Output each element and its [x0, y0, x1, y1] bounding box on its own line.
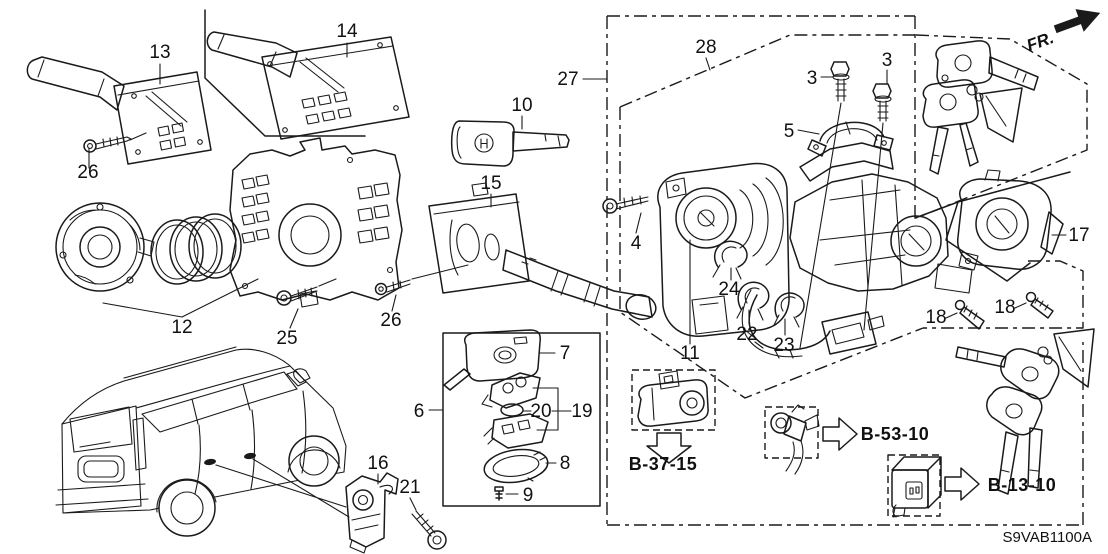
group-boundary-lines [204, 9, 1088, 526]
part-4-screw [602, 195, 649, 214]
right-arrow-icon [944, 467, 980, 501]
part-12-springs [150, 213, 242, 285]
callout-15: 15 [480, 173, 501, 194]
key-set-upper [922, 40, 1039, 175]
harness-connector [821, 311, 877, 355]
key-set-lower [955, 328, 1095, 495]
part-17-ignition-collar [957, 169, 1064, 271]
part-7-key-remote [463, 329, 541, 382]
part-16-door-switch [345, 472, 399, 554]
right-arrow-icon [822, 417, 858, 451]
callout-leader-lines [88, 42, 1067, 511]
callout-13: 13 [149, 42, 170, 63]
down-arrow-icon [646, 432, 692, 464]
part-5-bracket [807, 121, 894, 157]
callout-17: 17 [1068, 225, 1089, 246]
part-9-screw [494, 486, 504, 501]
part-20-battery [500, 403, 524, 417]
part-19-transmitter-lower [491, 413, 549, 449]
leader-to-part-16 [215, 458, 350, 518]
callout-5: 5 [784, 121, 795, 142]
ref-b-13-10: B-13-10 [988, 475, 1057, 495]
part-11-immobilizer-unit [657, 162, 790, 337]
callout-labels: 13 14 26 12 25 26 15 10 27 28 3 3 5 4 24… [77, 21, 1089, 506]
ref-b-37-15: B-37-15 [629, 454, 698, 474]
callout-26a: 26 [77, 162, 98, 183]
ref-b5310-group [764, 404, 858, 475]
part-24-clip [712, 240, 748, 280]
callout-23: 23 [773, 335, 794, 356]
callout-7: 7 [560, 343, 571, 364]
callout-16: 16 [367, 453, 388, 474]
part-12-cable-reel [55, 202, 155, 292]
part-22-clip [736, 281, 770, 321]
callout-26b: 26 [380, 310, 401, 331]
callout-22: 22 [736, 324, 757, 345]
callout-12: 12 [171, 317, 192, 338]
part-13-turn-signal-switch [26, 56, 212, 165]
fr-arrow-icon [1053, 9, 1101, 34]
callout-24: 24 [718, 279, 740, 300]
callout-28: 28 [695, 37, 716, 58]
callout-11: 11 [680, 343, 700, 364]
part-18-screws [954, 291, 1054, 330]
part-14-wiper-switch [206, 31, 410, 140]
vehicle-rear-view [55, 346, 350, 537]
part-10-key-blank [450, 120, 570, 167]
part-3-bolts [799, 61, 892, 349]
door-handle [204, 458, 216, 466]
ref-b3715-group [631, 369, 716, 464]
part-21-screw [411, 510, 447, 550]
part-19-transmitter-upper [489, 372, 541, 409]
part-25-screw [276, 278, 337, 306]
fr-label: FR. [1024, 28, 1056, 55]
callout-3b: 3 [882, 50, 893, 71]
ref-b-53-10: B-53-10 [861, 424, 930, 444]
callout-19: 19 [571, 401, 592, 422]
ref-b1310-group [887, 454, 980, 518]
separator-line [204, 9, 366, 137]
ref-labels: B-37-15 B-53-10 B-13-10 [629, 424, 1057, 495]
diagram-code: S9VAB1100A [1002, 529, 1092, 546]
callout-4: 4 [631, 233, 642, 254]
part-26-screw-left [83, 132, 147, 153]
callout-27: 27 [557, 69, 578, 90]
callout-21: 21 [399, 477, 420, 498]
callout-10: 10 [511, 95, 532, 116]
part-15-lighting-switch [428, 182, 657, 320]
callout-18a: 18 [925, 307, 946, 328]
callout-20: 20 [530, 401, 551, 422]
callout-6: 6 [414, 401, 425, 422]
keyfob-box-6 [442, 329, 601, 507]
callout-8: 8 [560, 453, 571, 474]
callout-9: 9 [523, 485, 534, 506]
callout-14: 14 [336, 21, 358, 42]
part-8-cover [483, 448, 549, 484]
fr-direction-indicator: FR. [1024, 9, 1101, 55]
callout-25: 25 [276, 328, 297, 349]
callout-3a: 3 [807, 68, 818, 89]
part-23-clip [773, 292, 805, 328]
callout-18b: 18 [994, 297, 1015, 318]
combination-switch-body [229, 137, 403, 308]
door-handle [244, 452, 256, 460]
part-26-screw-right [374, 264, 469, 296]
